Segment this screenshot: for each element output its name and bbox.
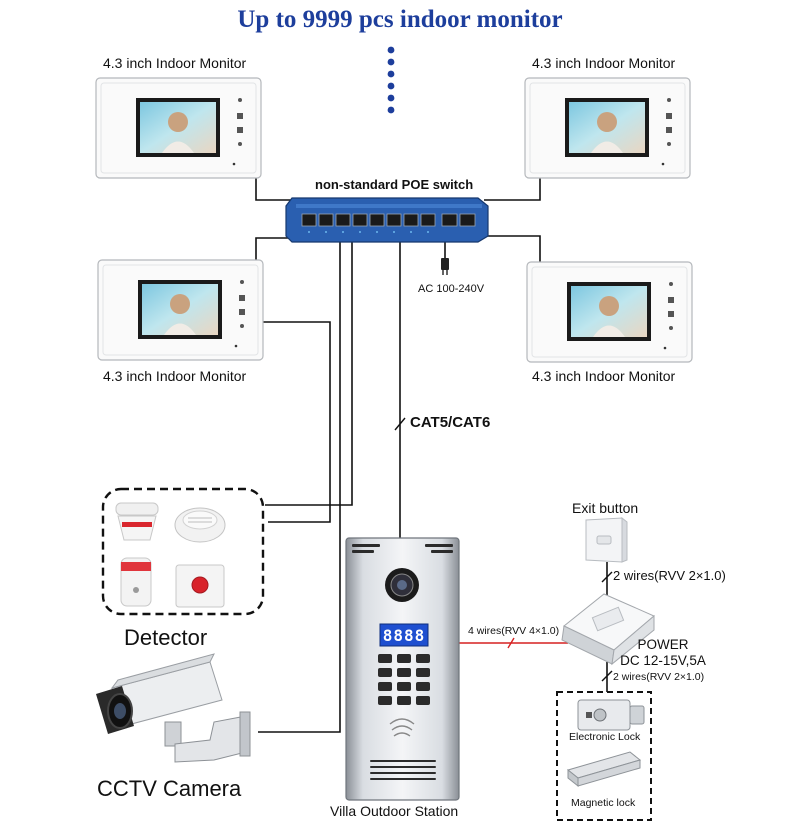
indoor-monitor-top-left bbox=[95, 77, 262, 179]
camera-label: CCTV Camera bbox=[97, 776, 242, 801]
indoor-monitor-bottom-right bbox=[526, 261, 693, 363]
door-lock-icon bbox=[577, 699, 645, 731]
smoke-detector-icon bbox=[174, 507, 226, 543]
keypad-icon bbox=[378, 654, 430, 705]
indoor-monitor-top-right bbox=[524, 77, 691, 179]
ethernet-port-icon bbox=[301, 213, 476, 227]
station-wires-label: 4 wires(RVV 4×1.0) bbox=[468, 625, 560, 637]
gas-detector-icon bbox=[120, 557, 152, 607]
wire-break-marks bbox=[394, 417, 613, 682]
monitor-label-bottom-right: 4.3 inch Indoor Monitor bbox=[532, 368, 676, 384]
electronic-lock-label: Electronic Lock bbox=[569, 731, 641, 743]
monitor-label-bottom-left: 4.3 inch Indoor Monitor bbox=[103, 368, 247, 384]
magnetic-lock-label: Magnetic lock bbox=[571, 797, 636, 809]
siren-icon bbox=[115, 502, 159, 541]
more-monitors-dots bbox=[387, 46, 395, 114]
power-label: POWER DC 12-15V,5A bbox=[618, 637, 708, 669]
magnetic-lock-icon bbox=[566, 751, 642, 788]
power-supply-icon bbox=[561, 593, 655, 666]
card-reader-icon bbox=[389, 718, 415, 737]
headline: Up to 9999 pcs indoor monitor bbox=[237, 6, 563, 33]
wiring bbox=[255, 178, 608, 733]
villa-outdoor-station: 8888 bbox=[345, 537, 460, 801]
switch-label: non-standard POE switch bbox=[315, 177, 474, 192]
exit-button-label: Exit button bbox=[572, 500, 639, 516]
detector-group bbox=[101, 487, 265, 616]
camera-icon bbox=[96, 653, 251, 763]
exit-wires-label: 2 wires(RVV 2×1.0) bbox=[613, 568, 726, 583]
power-label-line2: DC 12-15V,5A bbox=[620, 653, 706, 668]
lock-wires-label: 2 wires(RVV 2×1.0) bbox=[613, 671, 705, 683]
poe-switch bbox=[285, 197, 489, 243]
indoor-monitor-bottom-left bbox=[97, 259, 264, 361]
detector-label: Detector bbox=[124, 625, 208, 650]
exit-button-icon bbox=[585, 516, 628, 563]
speaker-grille bbox=[370, 760, 436, 780]
cable-type-label: CAT5/CAT6 bbox=[410, 414, 491, 431]
power-plug-icon bbox=[441, 258, 449, 275]
station-display bbox=[379, 623, 429, 647]
outdoor-station-label: Villa Outdoor Station bbox=[330, 803, 459, 819]
monitor-label-top-left: 4.3 inch Indoor Monitor bbox=[103, 55, 247, 71]
lock-group bbox=[556, 691, 652, 821]
station-display-digits: 8888 bbox=[383, 626, 426, 645]
power-label-line1: POWER bbox=[637, 637, 689, 652]
emergency-button-icon bbox=[175, 564, 225, 608]
monitor-label-top-right: 4.3 inch Indoor Monitor bbox=[532, 55, 676, 71]
ac-power-label: AC 100-240V bbox=[418, 283, 485, 295]
